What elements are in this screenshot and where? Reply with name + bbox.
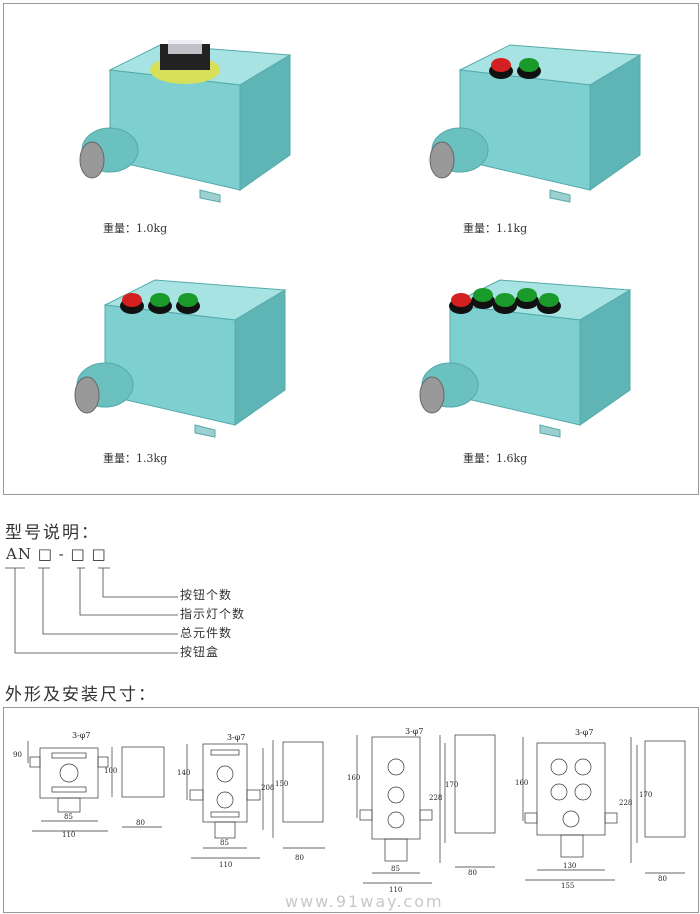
push-button: [473, 288, 493, 302]
dimension-drawing-2: 3-φ7 140 208 150 85 110 80: [177, 733, 325, 869]
box-front: [449, 304, 581, 426]
cable-gland-nut: [429, 141, 455, 179]
svg-text:80: 80: [658, 875, 667, 883]
box-side: [589, 54, 641, 191]
svg-text:130: 130: [563, 862, 576, 870]
product-photo-3: [74, 279, 287, 438]
svg-text:150: 150: [275, 780, 288, 788]
svg-text:170: 170: [639, 791, 652, 799]
hole-label: 3-φ7: [72, 731, 90, 740]
product-photo-2: [429, 44, 642, 203]
svg-text:160: 160: [347, 774, 360, 782]
model-code: AN □ - □ □: [6, 545, 107, 563]
mounting-foot: [199, 189, 221, 203]
svg-text:160: 160: [515, 779, 528, 787]
legend-total-components: 总元件数: [180, 626, 233, 640]
svg-text:85: 85: [391, 865, 400, 873]
svg-text:85: 85: [220, 839, 229, 847]
weight-label-3: 重量：1.3kg: [103, 452, 168, 465]
svg-text:170: 170: [445, 781, 458, 789]
svg-text:80: 80: [468, 869, 477, 877]
svg-text:3-φ7: 3-φ7: [405, 727, 423, 736]
cable-gland-nut: [79, 141, 105, 179]
svg-text:110: 110: [62, 831, 75, 839]
svg-text:110: 110: [219, 861, 232, 869]
svg-text:228: 228: [429, 794, 442, 802]
push-button: [122, 293, 142, 307]
box-side: [579, 289, 631, 426]
dimensions-frame: [3, 707, 699, 913]
mounting-foot: [539, 424, 561, 438]
dimension-drawing-1: 90 100 85 110 80 3-φ7: [13, 731, 165, 839]
push-button: [519, 58, 539, 72]
svg-text:228: 228: [619, 799, 632, 807]
svg-text:110: 110: [389, 886, 402, 894]
dimension-drawing-3: 3-φ7 160 228 170 85 110 80: [347, 727, 496, 894]
svg-text:85: 85: [64, 813, 73, 821]
svg-text:100: 100: [104, 767, 117, 775]
svg-text:90: 90: [13, 751, 22, 759]
model-leader-lines: [5, 567, 178, 654]
svg-text:80: 80: [295, 854, 304, 862]
svg-text:80: 80: [136, 819, 145, 827]
stop-button-cap: [168, 40, 202, 54]
svg-text:208: 208: [261, 784, 274, 792]
weight-label-1: 重量：1.0kg: [103, 222, 168, 235]
svg-text:3-φ7: 3-φ7: [575, 728, 593, 737]
cable-gland-nut: [74, 376, 100, 414]
svg-text:155: 155: [561, 882, 574, 890]
push-button: [491, 58, 511, 72]
box-side: [234, 289, 286, 426]
product-photo-1: [79, 40, 292, 203]
push-button: [178, 293, 198, 307]
box-front: [109, 69, 241, 191]
dimension-drawing-4: 3-φ7 160 228 170 130 155 80: [515, 728, 686, 890]
cable-gland-nut: [419, 376, 445, 414]
dimensions-title: 外形及安装尺寸：: [5, 685, 157, 705]
legend-button-count: 按钮个数: [180, 588, 233, 602]
box-front: [104, 304, 236, 426]
svg-text:3-φ7: 3-φ7: [227, 733, 245, 742]
mounting-foot: [194, 424, 216, 438]
legend-indicator-count: 指示灯个数: [180, 607, 246, 621]
watermark: www.91way.com: [285, 892, 444, 911]
push-button: [539, 293, 559, 307]
weight-label-4: 重量：1.6kg: [463, 452, 528, 465]
product-photo-4: [419, 279, 632, 438]
push-button: [517, 288, 537, 302]
mounting-foot: [549, 189, 571, 203]
box-front: [459, 69, 591, 191]
product-photo-frame: [3, 3, 699, 495]
legend-button-box: 按钮盒: [180, 645, 220, 659]
weight-label-2: 重量：1.1kg: [463, 222, 528, 235]
push-button: [451, 293, 471, 307]
box-side: [239, 54, 291, 191]
push-button: [495, 293, 515, 307]
push-button: [150, 293, 170, 307]
model-title: 型号说明：: [5, 523, 100, 543]
svg-text:140: 140: [177, 769, 190, 777]
